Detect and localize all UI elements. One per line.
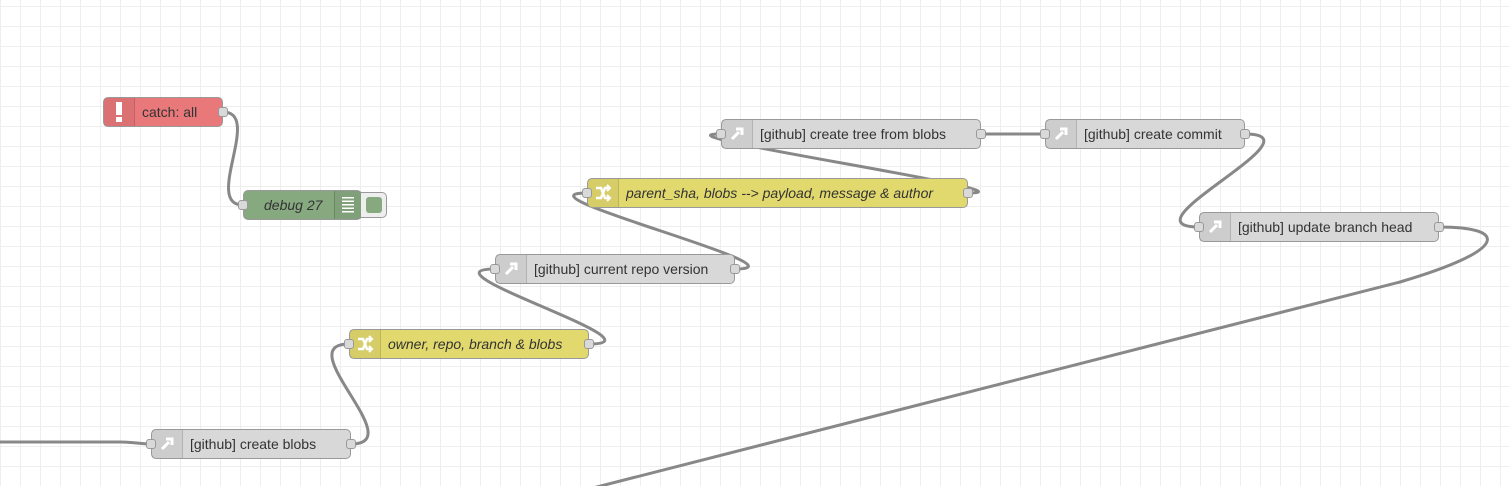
github-create-commit-node[interactable]: [github] create commit (1040, 119, 1250, 149)
output-port[interactable] (1240, 129, 1250, 139)
wire-catch-to-debug[interactable] (222, 110, 244, 207)
output-port[interactable] (963, 188, 973, 198)
input-port[interactable] (238, 200, 248, 210)
input-port[interactable] (582, 188, 592, 198)
wire-update-head-outgoing[interactable] (585, 225, 1489, 486)
output-port[interactable] (346, 439, 356, 449)
input-port[interactable] (1194, 222, 1204, 232)
github-api-icon (1200, 213, 1231, 241)
output-port[interactable] (730, 264, 740, 274)
output-port[interactable] (976, 129, 986, 139)
github-api-icon (152, 430, 183, 458)
node-label: owner, repo, branch & blobs (388, 336, 563, 352)
input-port[interactable] (1040, 129, 1050, 139)
github-api-icon (496, 255, 527, 283)
github-create-blobs-node[interactable]: [github] create blobs (146, 429, 356, 459)
wire-owner-repo-to-current-version[interactable] (477, 267, 607, 346)
node-label: [github] create blobs (190, 436, 317, 452)
catch-all-node[interactable]: catch: all (103, 97, 228, 127)
change-owner-repo-node[interactable]: owner, repo, branch & blobs (344, 329, 594, 359)
debug-27-node[interactable]: debug 27 (238, 190, 362, 220)
list-icon (334, 191, 361, 219)
wire-create-blobs-to-owner-repo[interactable] (330, 342, 370, 446)
wire-incoming-to-create-blobs[interactable] (0, 440, 152, 446)
wire-create-commit-to-update-head[interactable] (1178, 132, 1266, 229)
node-label: parent_sha, blobs --> payload, message &… (626, 185, 934, 201)
input-port[interactable] (146, 439, 156, 449)
shuffle-icon (588, 179, 619, 207)
node-label: [github] current repo version (534, 261, 709, 277)
input-port[interactable] (344, 339, 354, 349)
debug-output-toggle-button[interactable] (361, 192, 387, 218)
github-create-tree-node[interactable]: [github] create tree from blobs (716, 119, 986, 149)
toggle-indicator (365, 197, 382, 213)
output-port[interactable] (218, 107, 228, 117)
github-current-repo-version-node[interactable]: [github] current repo version (490, 254, 740, 284)
change-parent-sha-node[interactable]: parent_sha, blobs --> payload, message &… (582, 178, 973, 208)
node-label: [github] create commit (1084, 126, 1222, 142)
wire-current-version-to-parent-sha[interactable] (572, 191, 750, 271)
github-api-icon (1046, 120, 1077, 148)
input-port[interactable] (490, 264, 500, 274)
output-port[interactable] (1434, 222, 1444, 232)
wire-parent-sha-to-create-tree[interactable] (709, 132, 980, 195)
node-label: [github] create tree from blobs (760, 126, 946, 142)
input-port[interactable] (716, 129, 726, 139)
node-label: catch: all (142, 104, 198, 120)
github-update-branch-head-node[interactable]: [github] update branch head (1194, 212, 1444, 242)
node-label: debug 27 (264, 197, 323, 213)
github-api-icon (722, 120, 753, 148)
output-port[interactable] (584, 339, 594, 349)
node-label: [github] update branch head (1238, 219, 1413, 235)
shuffle-icon (350, 330, 381, 358)
exclamation-icon (104, 98, 135, 126)
